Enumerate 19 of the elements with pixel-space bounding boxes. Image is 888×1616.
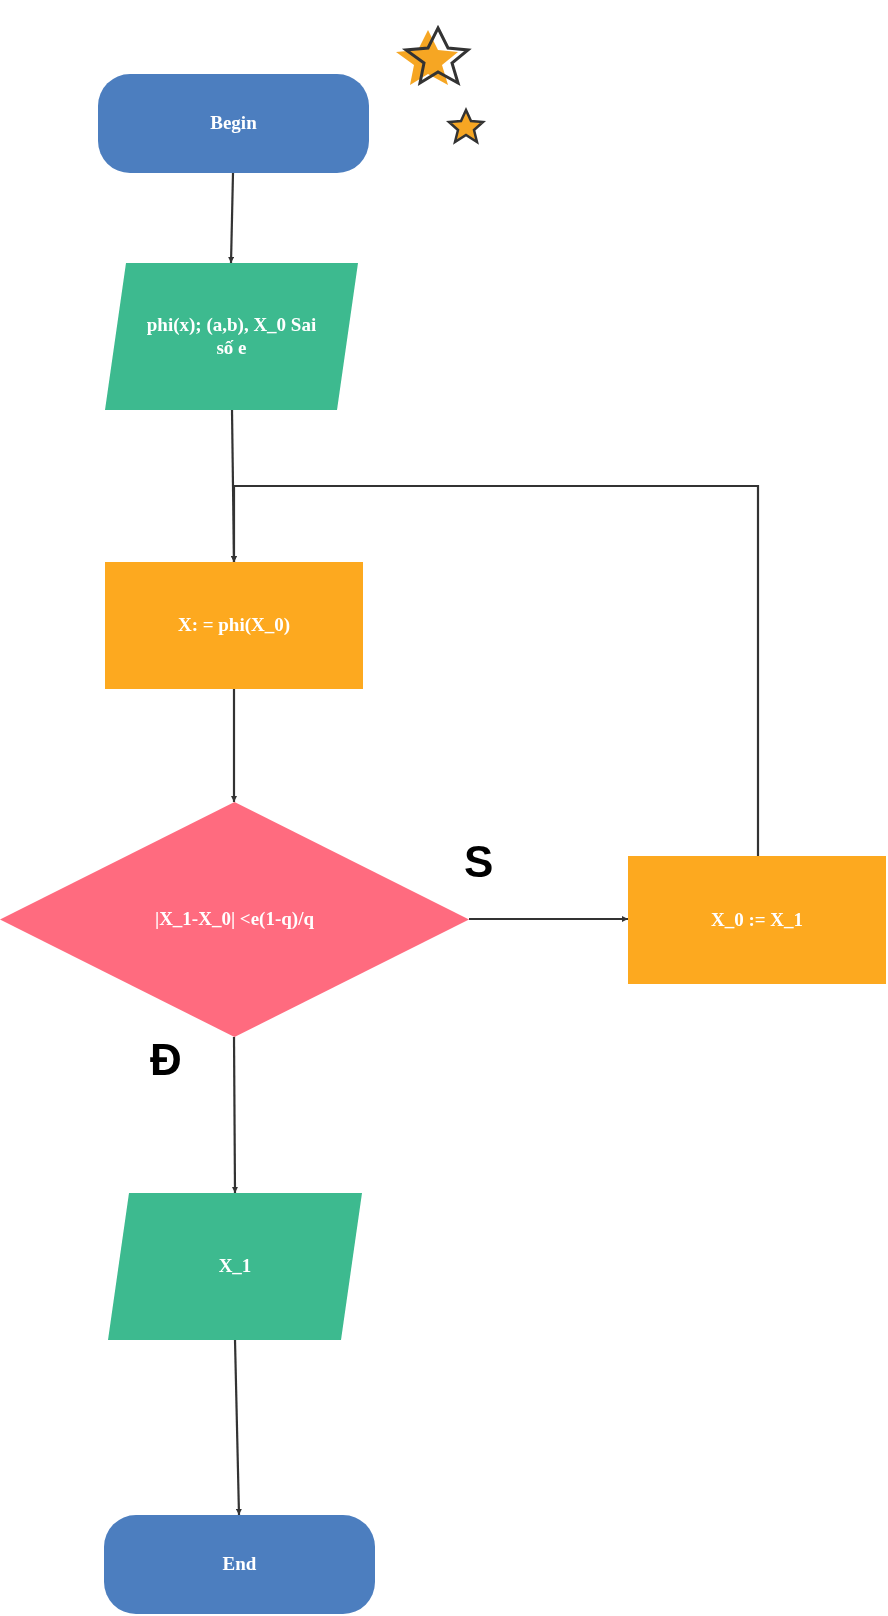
node-label: End bbox=[222, 1553, 257, 1576]
node-label: Begin bbox=[210, 112, 257, 135]
node-label: X: = phi(X_0) bbox=[177, 614, 291, 637]
arrow bbox=[228, 172, 235, 264]
node-box bbox=[108, 1193, 362, 1340]
node-label: phi(x); (a,b), X_0 Sai số e bbox=[145, 313, 318, 360]
arrow bbox=[231, 689, 237, 802]
node-box bbox=[98, 74, 369, 173]
node-label: |X_1-X_0| <e(1-q)/q bbox=[154, 908, 314, 931]
node-label: X_0 := X_1 bbox=[710, 908, 804, 932]
node-box bbox=[105, 263, 358, 410]
arrow bbox=[231, 484, 760, 856]
node-box bbox=[628, 856, 886, 984]
node-label: X_1 bbox=[218, 1255, 252, 1278]
node-box bbox=[105, 562, 363, 689]
arrow bbox=[231, 1037, 238, 1193]
arrow bbox=[233, 1339, 242, 1516]
arrow bbox=[469, 916, 628, 922]
node-box bbox=[104, 1515, 375, 1614]
